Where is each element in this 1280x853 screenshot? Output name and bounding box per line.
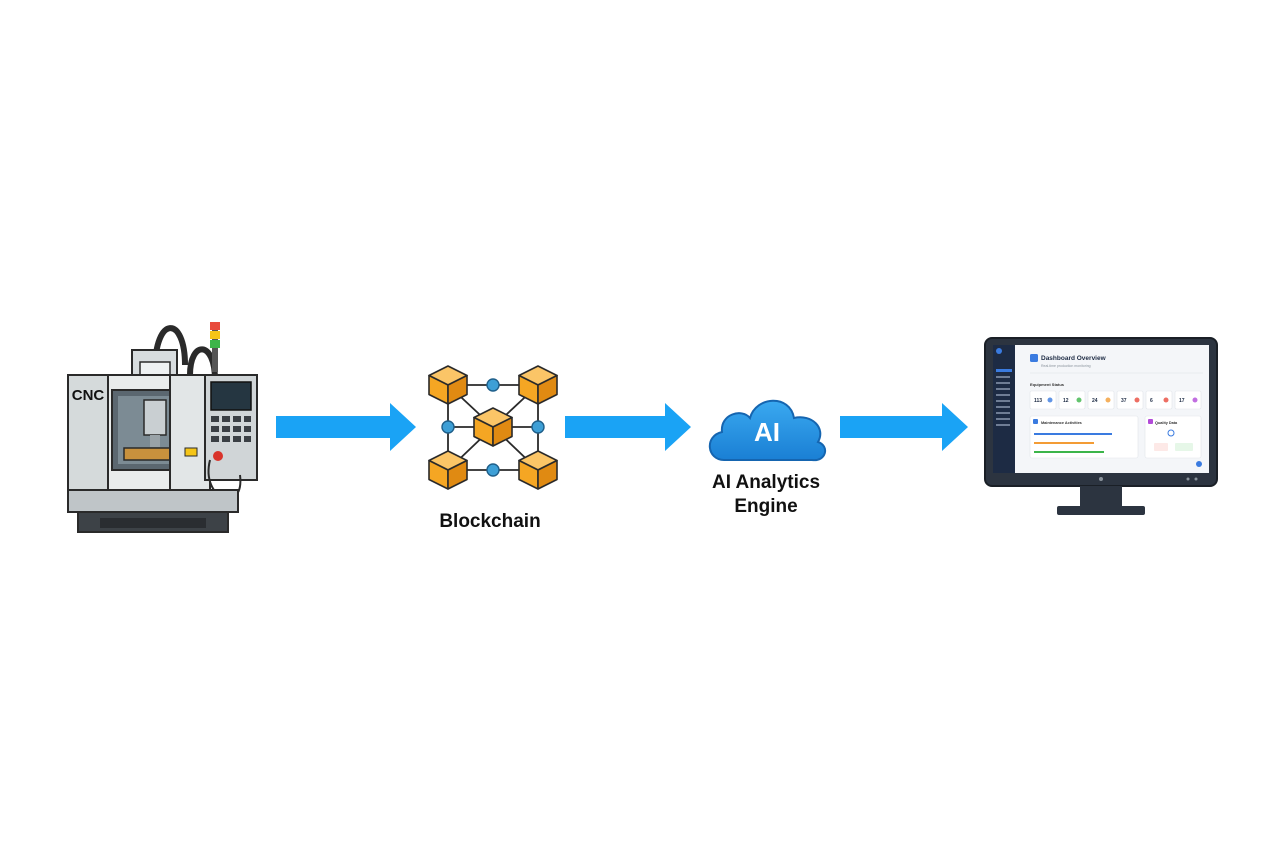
blockchain-label: Blockchain <box>439 511 541 532</box>
chain-node-3 <box>531 420 545 434</box>
block-cube-1 <box>428 365 468 405</box>
blockchain-icon <box>428 365 558 490</box>
cnc-machine-icon: CNC <box>67 322 258 533</box>
chain-node-2 <box>441 420 455 434</box>
block-cube-2 <box>518 365 558 405</box>
ai-engine-label-line1: AI Analytics <box>711 472 821 493</box>
flow-arrow-1 <box>276 403 416 451</box>
ai-cloud-icon: AI <box>708 399 827 462</box>
stat-dot-1 <box>1047 397 1053 403</box>
flow-arrow-2 <box>565 403 691 451</box>
stat-value-5: 6 <box>1150 398 1153 404</box>
chain-node-4 <box>486 463 500 477</box>
stat-card-5 <box>1145 390 1173 410</box>
stat-value-3: 24 <box>1092 398 1098 404</box>
section-maintenance: Maintenance Activities <box>1041 421 1082 425</box>
ai-badge: AI <box>754 417 780 447</box>
dashboard-title: Dashboard Overview <box>1041 355 1107 362</box>
stat-value-4: 37 <box>1121 398 1127 404</box>
stat-card-2 <box>1058 390 1086 410</box>
stat-card-6 <box>1174 390 1202 410</box>
stat-value-2: 12 <box>1063 398 1069 404</box>
monitor-icon: Dashboard Overview Real-time production … <box>984 337 1218 515</box>
cnc-label: CNC <box>72 387 105 404</box>
stat-dot-2 <box>1076 397 1082 403</box>
stat-card-1 <box>1029 390 1057 410</box>
stat-dot-5 <box>1163 397 1169 403</box>
stat-dot-3 <box>1105 397 1111 403</box>
block-cube-3 <box>473 407 513 447</box>
chain-node-1 <box>486 378 500 392</box>
flow-arrow-3 <box>840 403 968 451</box>
section-equipment-status: Equipment Status <box>1030 382 1065 387</box>
ai-engine-label: AI Analytics Engine <box>680 471 852 519</box>
stat-card-3 <box>1087 390 1115 410</box>
block-cube-5 <box>518 450 558 490</box>
stat-value-1: 113 <box>1034 398 1042 404</box>
stat-dot-6 <box>1192 397 1198 403</box>
block-cube-4 <box>428 450 468 490</box>
ai-engine-label-line2: Engine <box>734 496 798 517</box>
stat-card-4 <box>1116 390 1144 410</box>
section-quality: Quality Data <box>1155 421 1178 425</box>
stat-value-6: 17 <box>1179 398 1185 404</box>
dashboard-subtitle: Real-time production monitoring <box>1041 364 1091 368</box>
stat-dot-4 <box>1134 397 1140 403</box>
